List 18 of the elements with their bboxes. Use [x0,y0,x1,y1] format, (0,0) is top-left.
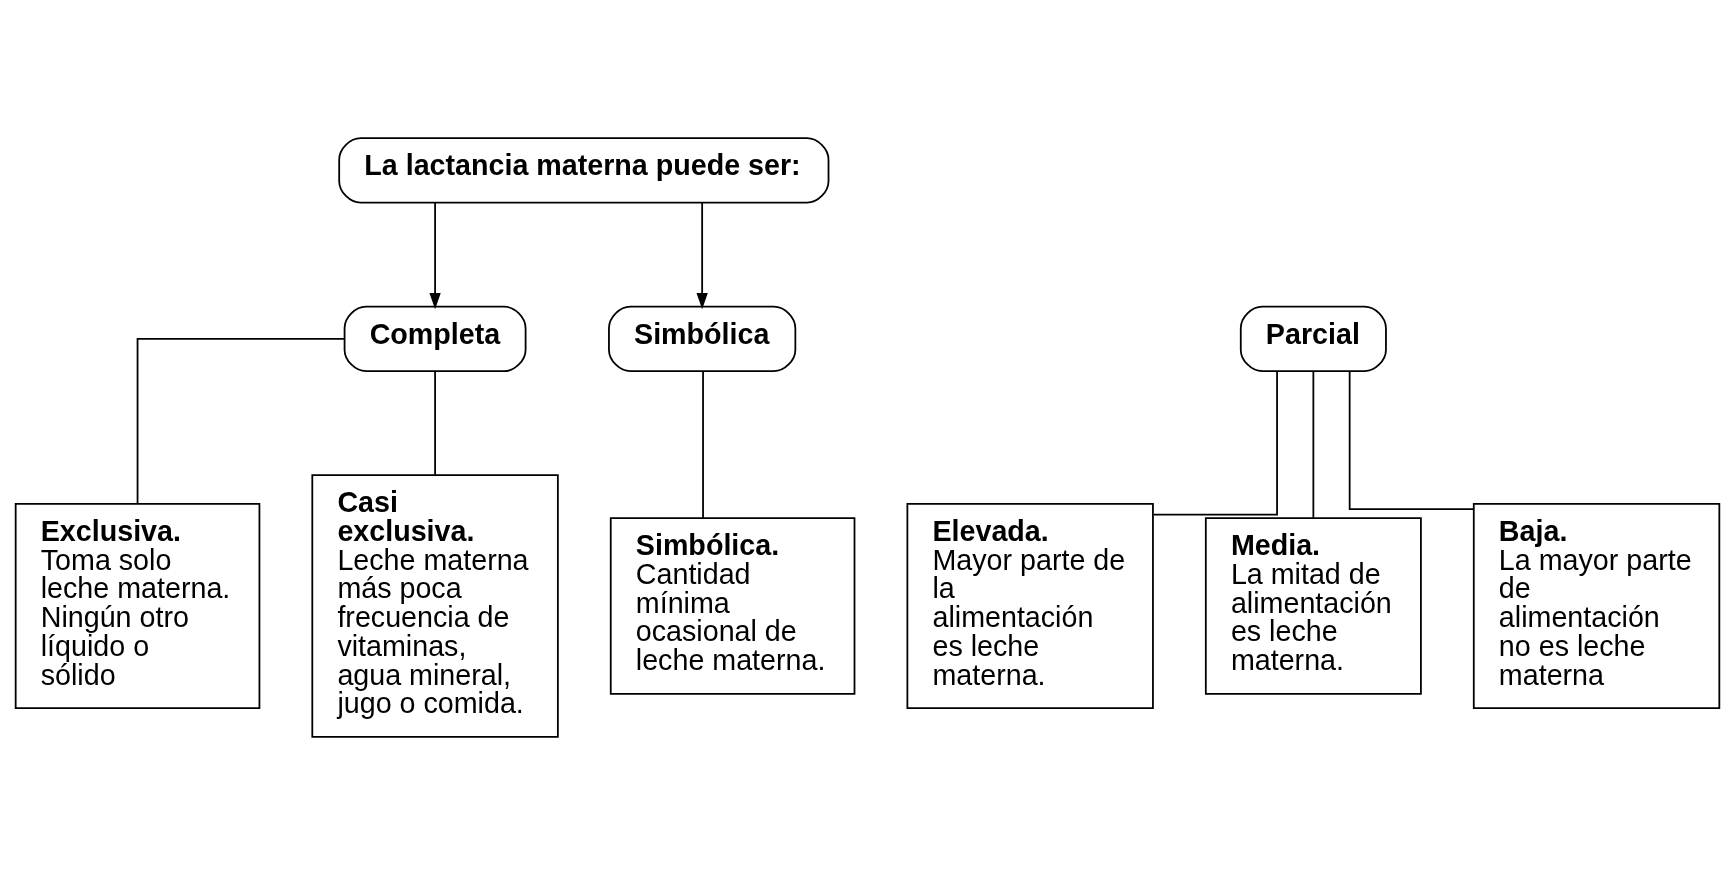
arrow [696,202,708,310]
node-box: Exclusiva. Toma solo leche materna. Ningún otro líquido o sólido [14,502,261,710]
arrow [429,202,441,310]
node-box: Media. La mitad de alimentación es leche materna. [1204,517,1422,695]
connector [136,338,346,505]
connector [1312,370,1315,519]
connector [1348,370,1474,511]
connector [702,370,704,519]
node-box: Completa [343,305,527,373]
node-box: Casi exclusiva. Leche materna más poca frecuencia de vitaminas, agua mineral, jugo o comida. [311,474,559,738]
node-box: Simbólica [608,305,797,373]
connector [434,370,436,476]
node-box: La lactancia materna puede ser: [338,137,830,204]
node-box: Parcial [1239,305,1387,373]
node-box: Elevada. Mayor parte de la alimentación es leche materna. [906,502,1154,710]
node-box: Baja. La mayor parte de alimentación no es leche materna [1472,502,1721,710]
node-box: Simbólica. Cantidad mínima ocasional de leche materna. [609,517,856,695]
connector [1152,371,1278,516]
